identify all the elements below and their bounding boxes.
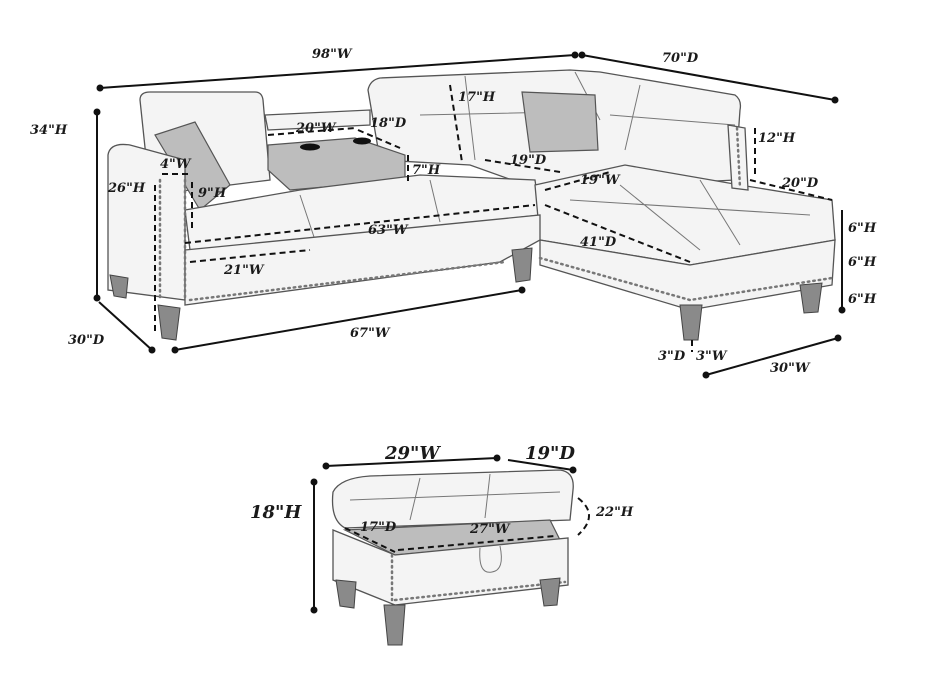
corner-seat-depth-label: 19"D [510,153,547,168]
arm-depth-label: 30"D [68,333,105,348]
overall-height-label: 34"H [30,123,68,138]
chaise-back-depth-label: 20"D [781,176,819,191]
console-height-label: 7"H [412,163,441,178]
arm-height-label: 26"H [107,181,146,196]
console-depth-label: 18"D [370,116,407,131]
ottoman-storage-width-label: 27"W [469,522,511,537]
arm-width-label: 4"W [160,157,192,172]
chaise-back-height-label: 12"H [758,131,796,146]
chaise-seat-width-label: 19"W [580,173,621,188]
overall-depth-label: 70"D [662,51,699,66]
overall-width-label: 98"W [312,47,353,62]
leg-width-label: 3"W [696,349,728,364]
leg-depth-label: 3"D [658,349,686,364]
ottoman-depth-label: 19"D [525,443,575,464]
seat-cushion-width-label: 21"W [223,263,265,278]
chaise-width-label: 30"W [770,361,811,376]
chaise-leg-height-label: 6"H [848,292,877,307]
sectional-sofa-illustration [107,69,836,341]
console-width-label: 20"W [295,121,337,136]
sofa-width-label: 67"W [350,326,391,341]
chaise-base-height-label: 6"H [848,255,877,270]
ottoman-dimension-lines [310,454,590,614]
chaise-length-label: 41"D [580,235,617,250]
ottoman-open-lid-height-label: 22"H [595,505,634,520]
ottoman-dimension-labels: 29"W 19"D 18"H 22"H 17"D 27"W [250,443,634,537]
ottoman-width-label: 29"W [384,443,441,464]
arm-height-above-seat-label: 9"H [198,186,227,201]
sectional-dimension-lines [93,51,846,379]
ottoman-storage-depth-label: 17"D [360,520,397,535]
sectional-dimension-labels: 98"W 70"D 34"H 30"D 67"W 30"W 3"D 3"W 6"… [30,47,877,376]
back-cushion-height-label: 17"H [458,90,496,105]
ottoman-illustration [331,469,574,646]
ottoman-height-label: 18"H [250,502,302,523]
seat-width-label: 63"W [368,223,409,238]
pillow-corner [521,91,599,153]
chaise-cushion-height-label: 6"H [848,221,877,236]
